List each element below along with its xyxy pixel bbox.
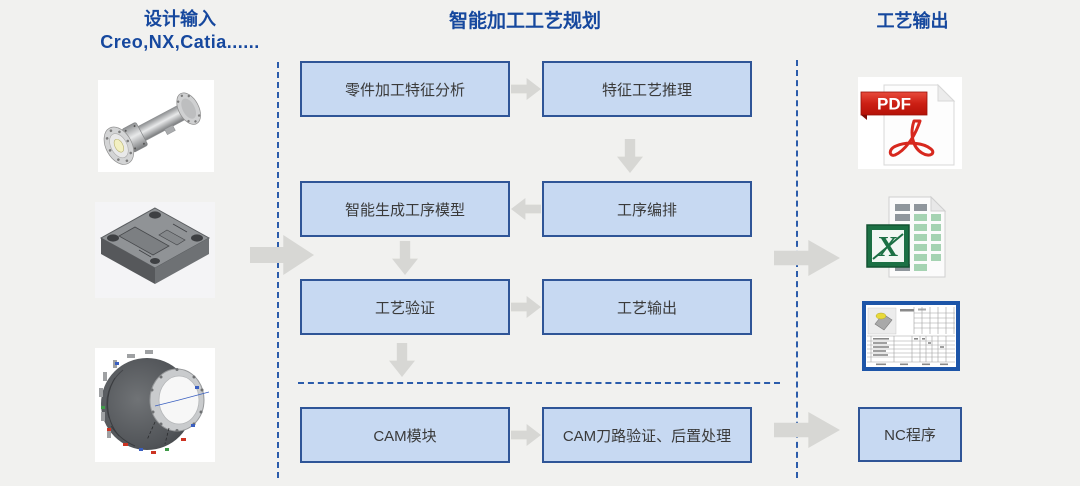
flow-box-process-output: 工艺输出 (542, 279, 752, 335)
shaft-part-image (98, 80, 214, 172)
block-part-drawing (99, 207, 211, 284)
excel-file-drawing: X (866, 195, 947, 278)
design-input-subtitle: Creo,NX,Catia...... (100, 31, 260, 52)
big-arrow-output-icon (774, 240, 840, 276)
block-part-image (95, 202, 215, 298)
arrow-right-icon (511, 424, 541, 446)
flow-box-label: 零件加工特征分析 (344, 81, 465, 99)
process-card-drawing (866, 305, 956, 367)
flow-box-label: CAM刀路验证、后置处理 (562, 427, 732, 445)
flow-box-label: 特征工艺推理 (601, 81, 692, 99)
casing-part-drawing (99, 350, 210, 454)
process-card-image (862, 301, 960, 371)
right-section-divider (796, 60, 798, 478)
pdf-file-drawing: PDF (860, 83, 956, 166)
pdf-badge-label: PDF (877, 95, 911, 114)
flow-box-label: 工艺输出 (616, 299, 677, 317)
planning-header: 智能加工工艺规划 (375, 10, 675, 34)
arrow-left-icon (511, 198, 541, 220)
design-input-title: 设计输入 (144, 9, 216, 29)
flow-box-label: 工艺验证 (374, 299, 435, 317)
arrow-down-icon (392, 241, 418, 275)
flow-box-feature-process-reasoning: 特征工艺推理 (542, 61, 752, 117)
nc-program-box: NC程序 (858, 407, 962, 462)
flow-box-generate-process-model: 智能生成工序模型 (300, 181, 510, 237)
planning-title: 智能加工工艺规划 (448, 11, 601, 32)
flow-box-process-verification: 工艺验证 (300, 279, 510, 335)
cam-section-divider (298, 382, 780, 384)
big-arrow-input-icon (250, 235, 314, 275)
flow-box-label: 工序编排 (616, 201, 677, 219)
arrow-right-icon (511, 78, 541, 100)
output-title: 工艺输出 (876, 11, 949, 31)
flow-box-feature-analysis: 零件加工特征分析 (300, 61, 510, 117)
big-arrow-nc-icon (774, 412, 840, 448)
output-header: 工艺输出 (830, 10, 995, 33)
arrow-down-icon (389, 343, 415, 377)
flow-box-cam-toolpath-post: CAM刀路验证、后置处理 (542, 407, 752, 463)
shaft-part-drawing (103, 92, 201, 165)
flow-box-label: CAM模块 (373, 427, 437, 445)
flow-box-cam-module: CAM模块 (300, 407, 510, 463)
left-section-divider (277, 62, 279, 478)
design-input-header: 设计输入 Creo,NX,Catia...... (40, 8, 320, 53)
acrobat-swirl-glyph (888, 119, 935, 157)
arrow-down-icon (617, 139, 643, 173)
flow-box-process-sequencing: 工序编排 (542, 181, 752, 237)
nc-program-label: NC程序 (884, 427, 936, 444)
pdf-file-icon: PDF (858, 77, 962, 169)
arrow-right-icon (511, 296, 541, 318)
excel-file-icon: X (865, 193, 955, 283)
casing-part-image (95, 348, 215, 462)
part-thumbnail-glyph (875, 312, 887, 320)
flow-box-label: 智能生成工序模型 (344, 201, 465, 219)
